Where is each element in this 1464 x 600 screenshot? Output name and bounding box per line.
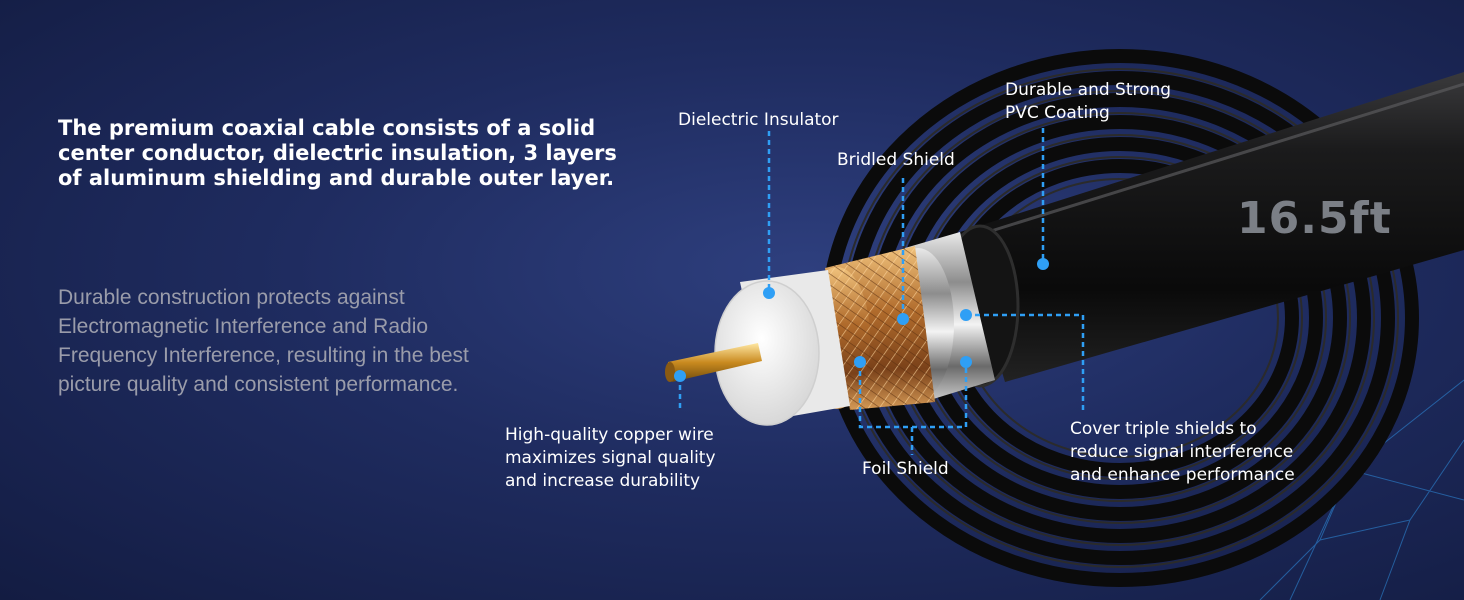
product-headline: The premium coaxial cable consists of a …	[58, 116, 617, 190]
callout-bridled-shield: Bridled Shield	[837, 150, 955, 170]
product-description: Durable construction protects against El…	[58, 286, 469, 396]
callout-dielectric-insulator: Dielectric Insulator	[678, 110, 839, 130]
callout-pvc-coating: Durable and Strong PVC Coating	[1005, 80, 1172, 123]
dielectric-insulator	[714, 270, 850, 426]
callout-copper-wire: High-quality copper wire maximizes signa…	[505, 425, 716, 491]
callout-triple-shields: Cover triple shields to reduce signal in…	[1070, 419, 1295, 485]
callout-foil-shield: Foil Shield	[862, 459, 949, 479]
cable-length-label: 16.5ft	[1237, 193, 1392, 244]
callout-dots	[674, 258, 1049, 382]
callout-lines	[678, 128, 1085, 455]
copper-conductor	[665, 343, 762, 382]
